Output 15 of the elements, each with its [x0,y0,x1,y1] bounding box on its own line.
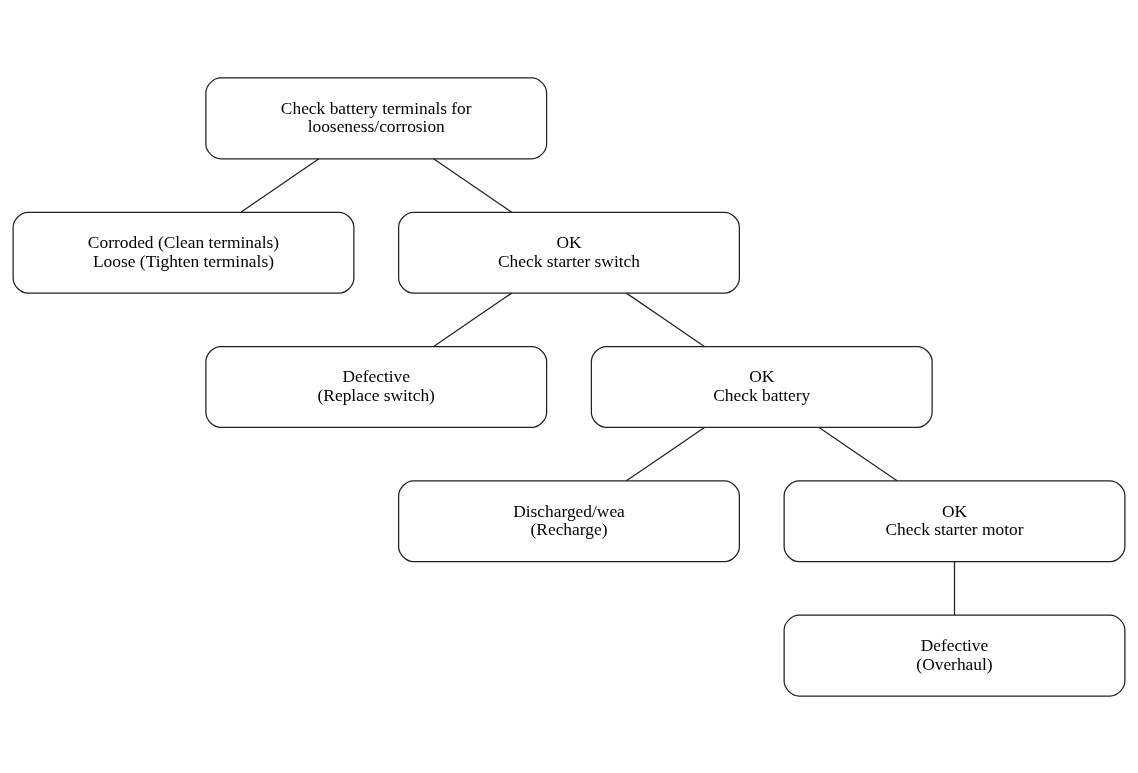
connector [625,426,706,481]
node-box: Defective (Overhaul) [783,614,1126,697]
connector [953,560,956,616]
node-box: Check battery terminals for looseness/corrosion [205,76,548,159]
connector [625,292,705,347]
node-box: OK Check starter switch [398,211,740,294]
connector [433,292,513,347]
node-box: OK Check starter motor [783,479,1126,562]
connector [432,157,513,213]
connector [240,157,320,213]
node-box: Defective (Replace switch) [205,345,548,428]
node-box: Discharged/wea (Recharge) [398,479,740,562]
node-box: Corroded (Clean terminals) Loose (Tighten terminals) [12,211,355,294]
connector [818,426,898,481]
node-box: OK Check battery [590,345,933,428]
